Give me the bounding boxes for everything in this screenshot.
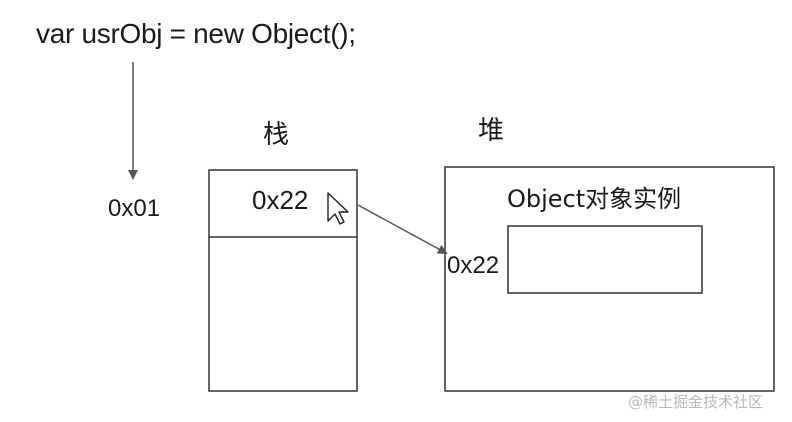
stack-cell-value: 0x22 xyxy=(252,185,309,215)
pointer-arrow xyxy=(357,204,448,254)
variable-address: 0x01 xyxy=(108,195,161,222)
heap-address: 0x22 xyxy=(447,252,500,279)
code-statement: var usrObj = new Object(); xyxy=(36,18,356,49)
object-instance-title: Object对象实例 xyxy=(507,185,682,213)
mouse-cursor-icon xyxy=(327,192,349,225)
stack-label: 栈 xyxy=(263,120,290,150)
heap-label: 堆 xyxy=(478,116,505,146)
watermark: @稀土掘金技术社区 xyxy=(628,393,764,411)
object-instance-box xyxy=(507,225,703,294)
